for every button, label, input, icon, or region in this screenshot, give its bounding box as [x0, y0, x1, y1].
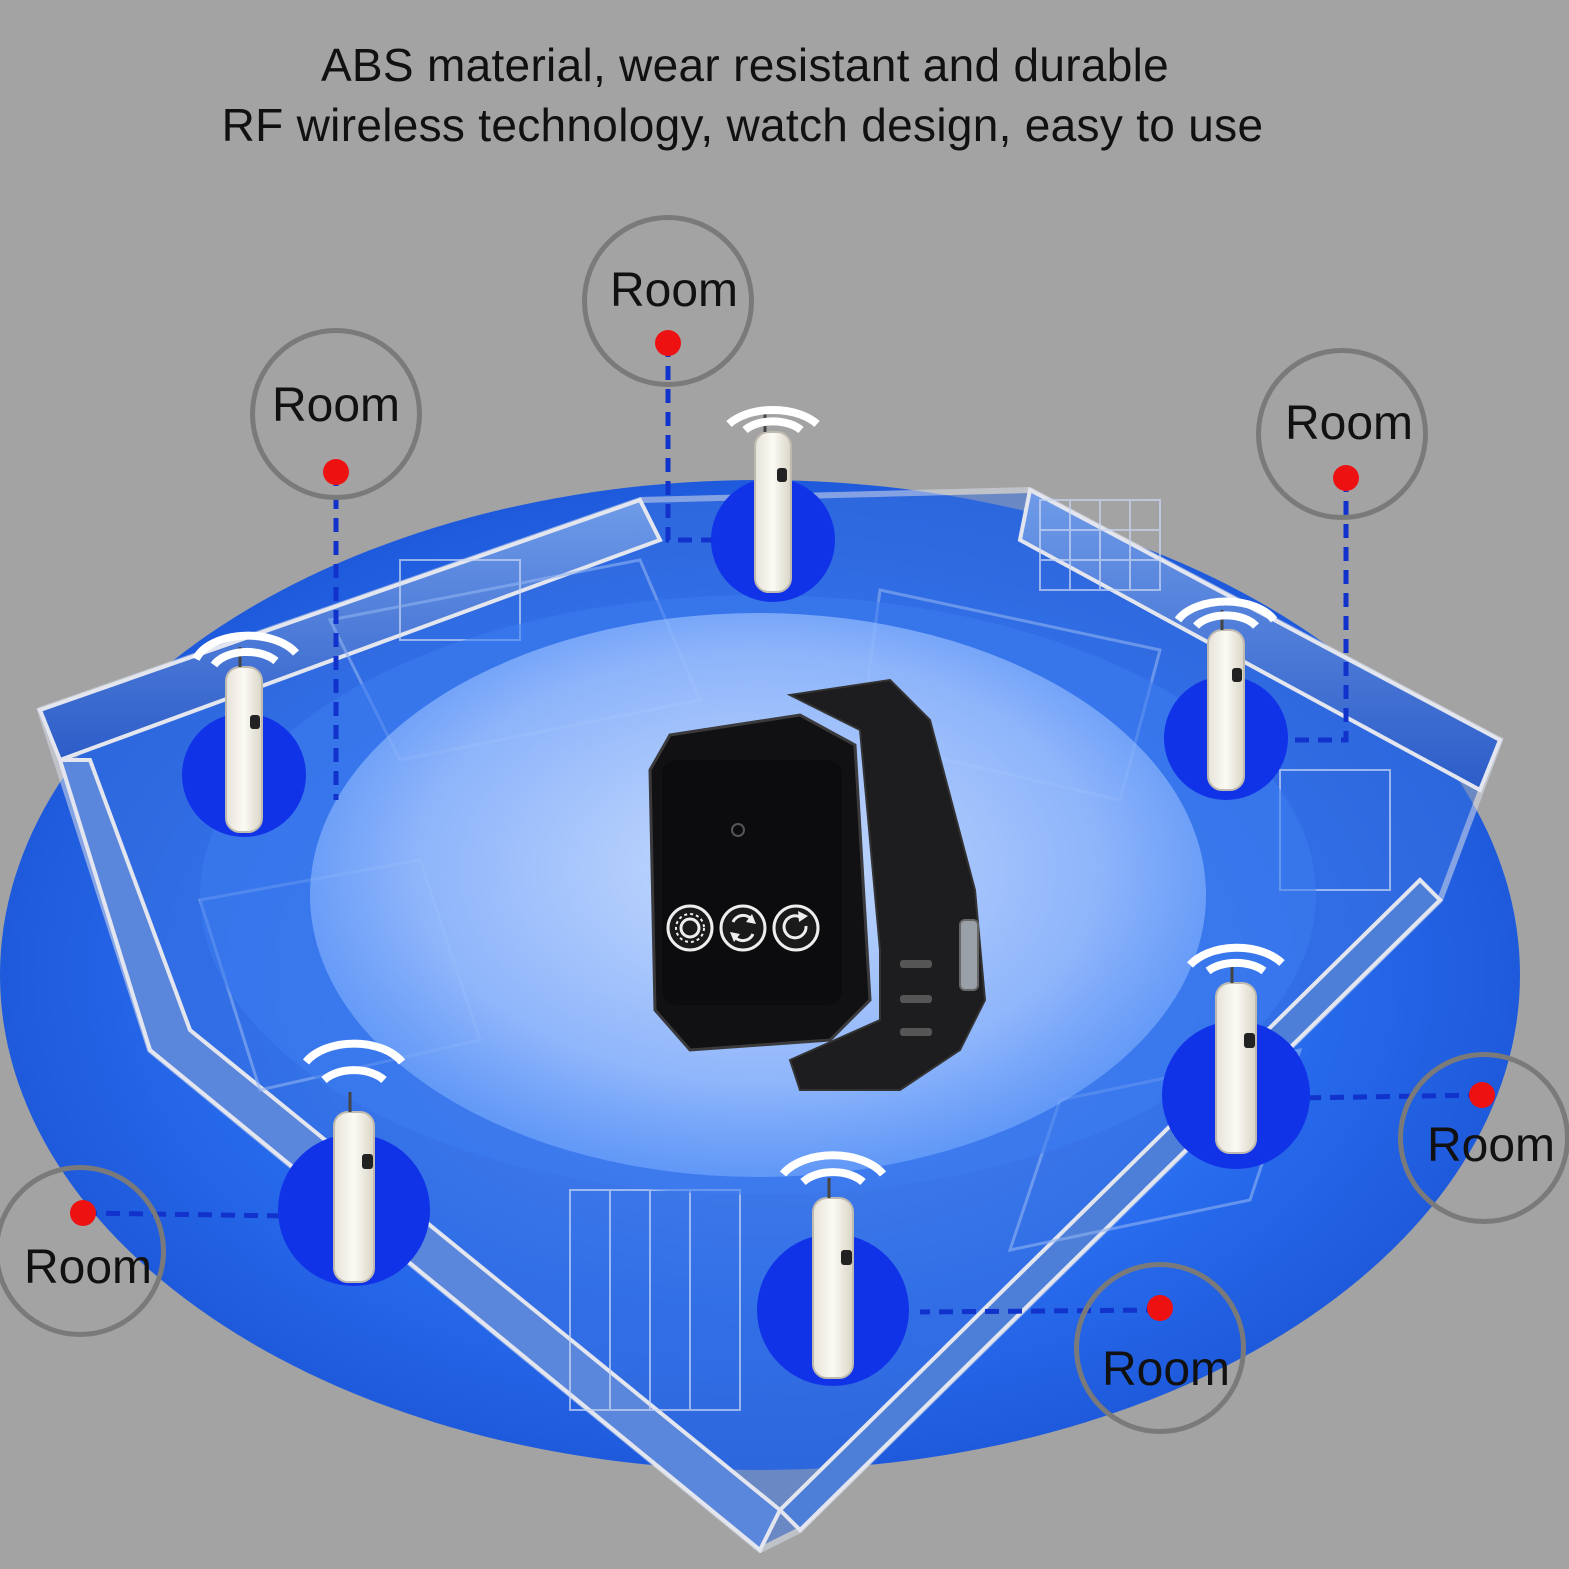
room-label: Room	[1427, 1119, 1556, 1172]
room-ring	[250, 328, 422, 500]
refresh-icon	[772, 904, 820, 952]
room-ring	[1256, 348, 1428, 520]
watch-pager	[648, 678, 987, 1091]
room-marker-dot	[1147, 1295, 1173, 1321]
room-label: Room	[24, 1241, 153, 1294]
headline-line-2: RF wireless technology, watch design, ea…	[221, 99, 1264, 151]
room-label: Room	[1285, 397, 1414, 450]
room-marker-dot	[1333, 465, 1359, 491]
gear-icon	[666, 904, 714, 952]
room-label: Room	[610, 264, 739, 317]
room-ring	[582, 215, 754, 387]
room-label: Room	[1102, 1343, 1231, 1396]
room-marker-dot	[655, 330, 681, 356]
room-marker-dot	[1469, 1082, 1495, 1108]
room-ring	[1074, 1262, 1246, 1434]
room-ring	[1398, 1052, 1569, 1224]
watch-buttons	[666, 904, 820, 952]
room-ring	[0, 1165, 166, 1337]
room-marker-dot	[323, 459, 349, 485]
room-label: Room	[272, 379, 401, 432]
transmitter-units	[182, 405, 1310, 1386]
sync-icon	[719, 904, 767, 952]
room-marker-dot	[70, 1200, 96, 1226]
headline-line-1: ABS material, wear resistant and durable	[320, 39, 1170, 91]
